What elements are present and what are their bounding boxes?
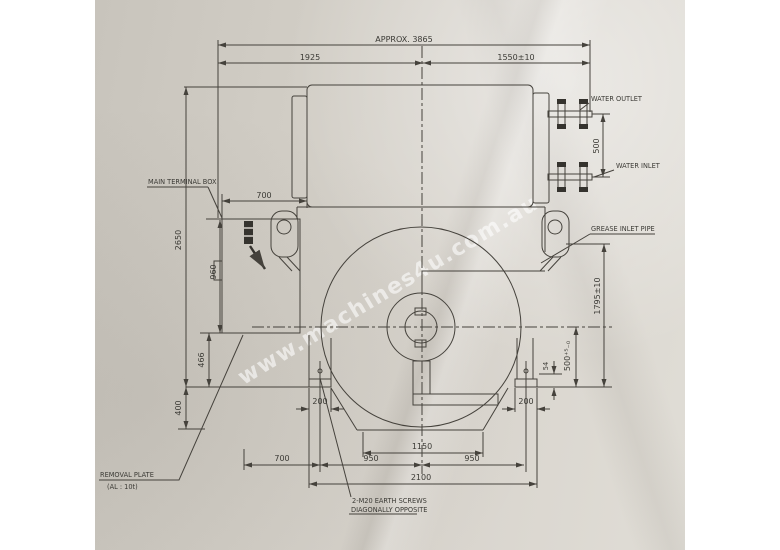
label-removal-plate-material: (AL : 10t) <box>107 483 138 491</box>
dim-200-left: 200 <box>312 397 327 406</box>
lifting-lugs <box>270 210 570 272</box>
dim-960: 960 <box>209 264 218 279</box>
dim-shaft-height: 500⁺⁵₋₀ <box>563 341 572 371</box>
heat-exchanger-body <box>291 84 550 208</box>
dim-2650: 2650 <box>174 230 183 250</box>
centerlines <box>252 46 612 474</box>
base-and-feet <box>186 335 612 472</box>
dim-466: 466 <box>197 352 206 367</box>
label-water-inlet: WATER INLET <box>616 162 661 170</box>
water-pipes <box>547 99 593 192</box>
dim-500-pipes: 500 <box>592 138 601 153</box>
dim-1150: 1150 <box>412 442 432 451</box>
label-earth-screws-1: 2-M20 EARTH SCREWS <box>352 497 427 505</box>
dim-700-box: 700 <box>256 191 271 200</box>
dim-700-foot: 700 <box>274 454 289 463</box>
label-removal-plate: REMOVAL PLATE <box>100 471 154 479</box>
terminal-box <box>213 218 301 334</box>
dim-950-right: 950 <box>464 454 479 463</box>
motor-frame <box>296 206 546 428</box>
dim-400: 400 <box>174 400 183 415</box>
left-dimensions: MAIN TERMINAL BOX 700 2650 960 466 400 R… <box>99 86 308 491</box>
top-dimensions: APPROX. 3865 1925 1550±10 <box>217 35 591 218</box>
label-main-terminal-box: MAIN TERMINAL BOX <box>148 178 217 186</box>
watermark-text: www.machines4u.com.au <box>234 191 544 391</box>
dim-1550: 1550±10 <box>497 53 534 62</box>
dim-1795: 1795±10 <box>593 277 602 314</box>
cable-arrow <box>248 245 267 270</box>
bottom-dimensions: 1150 700 950 950 2100 200 200 2-M20 EART… <box>243 377 550 515</box>
label-grease-inlet-pipe: GREASE INLET PIPE <box>591 225 655 233</box>
dim-overall-length: APPROX. 3865 <box>375 35 432 44</box>
flange-bolts <box>557 99 588 192</box>
label-water-outlet: WATER OUTLET <box>591 95 643 103</box>
right-dimensions: WATER OUTLET WATER INLET GREASE INLET PI… <box>539 95 661 400</box>
dim-54: 54 <box>542 362 550 370</box>
dim-200-right: 200 <box>518 397 533 406</box>
engineering-drawing: www.machines4u.com.au <box>99 35 661 515</box>
dim-950-left: 950 <box>363 454 378 463</box>
label-earth-screws-2: DIAGONALLY OPPOSITE <box>351 506 427 514</box>
cable-gland <box>244 221 253 244</box>
dim-2100: 2100 <box>411 473 431 482</box>
dim-1925: 1925 <box>300 53 320 62</box>
paper-photo: www.machines4u.com.au <box>95 0 685 550</box>
